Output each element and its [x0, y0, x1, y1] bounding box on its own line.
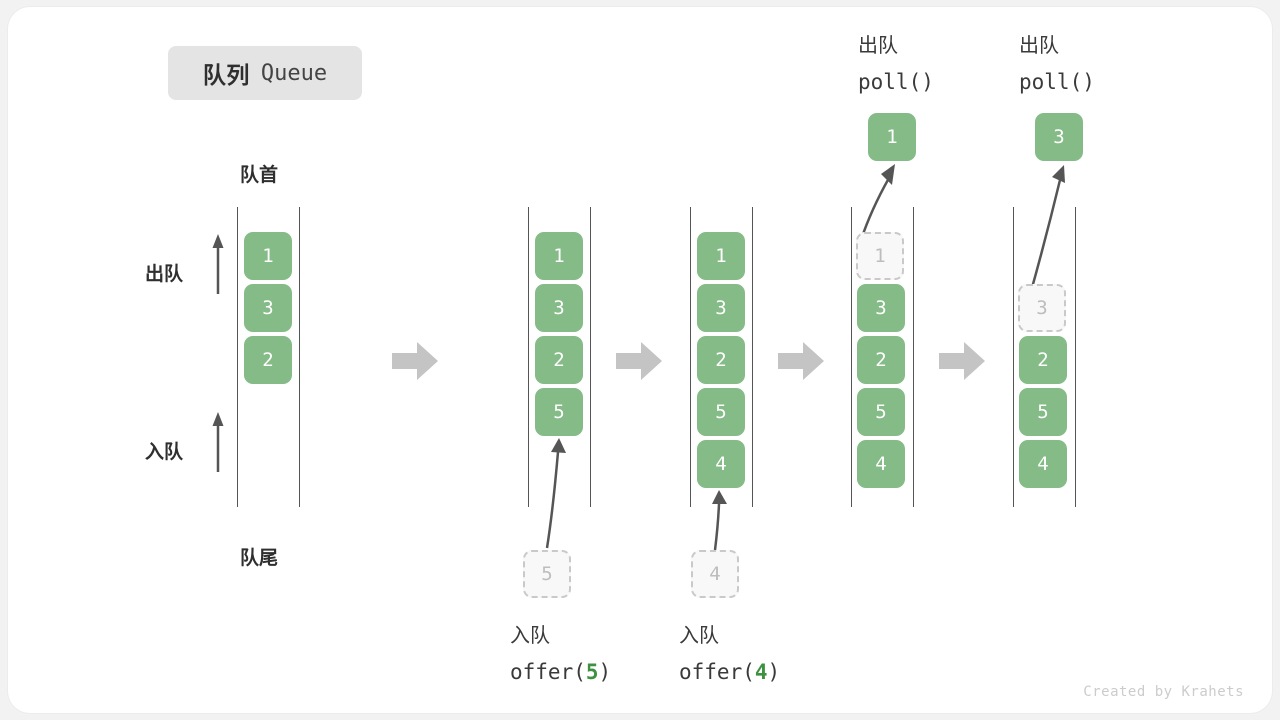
queue-element-new: 4: [697, 440, 745, 488]
queue-element: 2: [857, 336, 905, 384]
rail-right-col5: [1075, 207, 1076, 507]
operation-cn: 入队: [679, 625, 719, 647]
title-en: Queue: [260, 60, 328, 86]
queue-element: 1: [697, 232, 745, 280]
operation-code: offer(4): [679, 660, 781, 684]
enqueue-motion-arrow: [712, 490, 727, 551]
queue-element: 1: [535, 232, 583, 280]
queue-element: 4: [857, 440, 905, 488]
title-cn: 队列: [202, 62, 250, 88]
rail-left-col1: [237, 207, 238, 507]
incoming-element-ghost: 4: [691, 550, 739, 598]
rear-label: 队尾: [240, 548, 279, 569]
operation-code: poll(): [1019, 70, 1095, 94]
incoming-element-ghost: 5: [523, 550, 571, 598]
dequeued-element-ghost: 1: [856, 232, 904, 280]
rail-right-col2: [590, 207, 591, 507]
rail-left-col3: [690, 207, 691, 507]
queue-element: 3: [697, 284, 745, 332]
queue-element: 3: [244, 284, 292, 332]
operation-label-offer-4: 入队 offer(4): [679, 618, 780, 690]
enqueue-motion-arrow: [545, 438, 566, 549]
queue-element: 1: [244, 232, 292, 280]
queue-element: 3: [535, 284, 583, 332]
dequeue-legend-label: 出队: [145, 264, 184, 285]
operation-cn: 出队: [1019, 35, 1059, 57]
queue-element: 5: [1019, 388, 1067, 436]
dequeue-motion-arrow: [1028, 165, 1065, 296]
attribution-footer: Created by Krahets: [1083, 684, 1244, 700]
queue-element: 2: [244, 336, 292, 384]
flow-arrow-icon: [616, 342, 662, 380]
operation-label-poll-3: 出队 poll(): [1019, 28, 1095, 100]
rail-right-col4: [913, 207, 914, 507]
queue-element: 3: [857, 284, 905, 332]
operation-code: offer(5): [510, 660, 612, 684]
queue-element: 4: [1019, 440, 1067, 488]
flow-arrow-icon: [392, 342, 438, 380]
front-label: 队首: [240, 165, 279, 186]
queue-element: 2: [1019, 336, 1067, 384]
rail-left-col5: [1013, 207, 1014, 507]
polled-result-element: 1: [868, 113, 916, 161]
flow-arrow-icon: [778, 342, 824, 380]
operation-cn: 入队: [510, 625, 550, 647]
enqueue-legend-label: 入队: [145, 442, 184, 463]
queue-element: 5: [697, 388, 745, 436]
flow-arrow-icon: [939, 342, 985, 380]
polled-result-element: 3: [1035, 113, 1083, 161]
rail-right-col3: [752, 207, 753, 507]
dequeued-element-ghost: 3: [1018, 284, 1066, 332]
dequeue-direction-arrow: [212, 234, 224, 294]
rail-right-col1: [299, 207, 300, 507]
operation-cn: 出队: [858, 35, 898, 57]
title-badge: 队列 Queue: [168, 46, 362, 100]
queue-element: 2: [697, 336, 745, 384]
operation-label-offer-5: 入队 offer(5): [510, 618, 611, 690]
enqueue-direction-arrow: [212, 412, 224, 472]
queue-element: 2: [535, 336, 583, 384]
operation-label-poll-1: 出队 poll(): [858, 28, 934, 100]
rail-left-col2: [528, 207, 529, 507]
queue-element: 5: [857, 388, 905, 436]
rail-left-col4: [851, 207, 852, 507]
queue-element-new: 5: [535, 388, 583, 436]
operation-code: poll(): [858, 70, 934, 94]
